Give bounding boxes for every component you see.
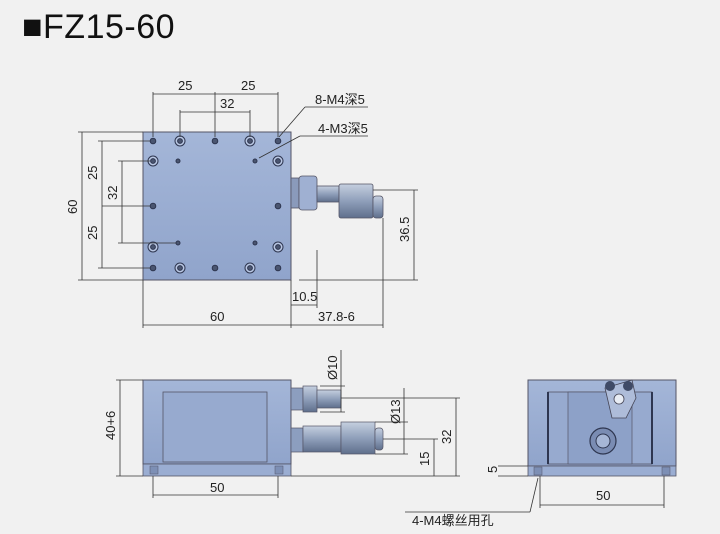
callout-m4: 8-M4深5 <box>315 92 365 107</box>
top-dimension-lines <box>78 92 418 328</box>
callout-screw: 4-M4螺丝用孔 <box>412 513 494 528</box>
dim-right-height: 36.5 <box>397 217 412 242</box>
dim-left-lower: 25 <box>85 226 100 240</box>
dim-phi13: Ø13 <box>388 399 403 424</box>
top-micrometer <box>290 175 384 219</box>
dim-side-width: 50 <box>210 480 224 495</box>
dim-top-left: 25 <box>178 78 192 93</box>
dim-phi10: Ø10 <box>325 355 340 380</box>
dim-top-right: 25 <box>241 78 255 93</box>
dim-bottom-offset: 10.5 <box>292 289 317 304</box>
dim-end-5: 5 <box>485 466 500 473</box>
dim-bottom-width: 60 <box>210 309 224 324</box>
top-view: 25 25 32 60 25 32 25 60 10.5 37.8-6 36.5… <box>65 78 418 328</box>
top-stage-plate <box>142 131 292 281</box>
dim-top-inner: 32 <box>220 96 234 111</box>
page-title: ■FZ15-60 <box>22 8 176 46</box>
dim-32: 32 <box>439 430 454 444</box>
top-holes <box>147 135 284 274</box>
dim-left-overall: 60 <box>65 200 80 214</box>
dim-bottom-micrometer: 37.8-6 <box>318 309 355 324</box>
side-view: 40+6 50 Ø10 Ø13 32 15 <box>103 350 460 498</box>
end-dimension-lines <box>405 465 665 513</box>
side-dimension-lines <box>116 350 460 498</box>
dim-15: 15 <box>417 452 432 466</box>
end-view: 5 50 4-M4螺丝用孔 <box>405 379 677 528</box>
dim-end-width: 50 <box>596 488 610 503</box>
dim-left-inner: 32 <box>105 186 120 200</box>
callout-m3: 4-M3深5 <box>318 121 368 136</box>
dim-side-height: 40+6 <box>103 411 118 440</box>
dim-left-upper: 25 <box>85 166 100 180</box>
